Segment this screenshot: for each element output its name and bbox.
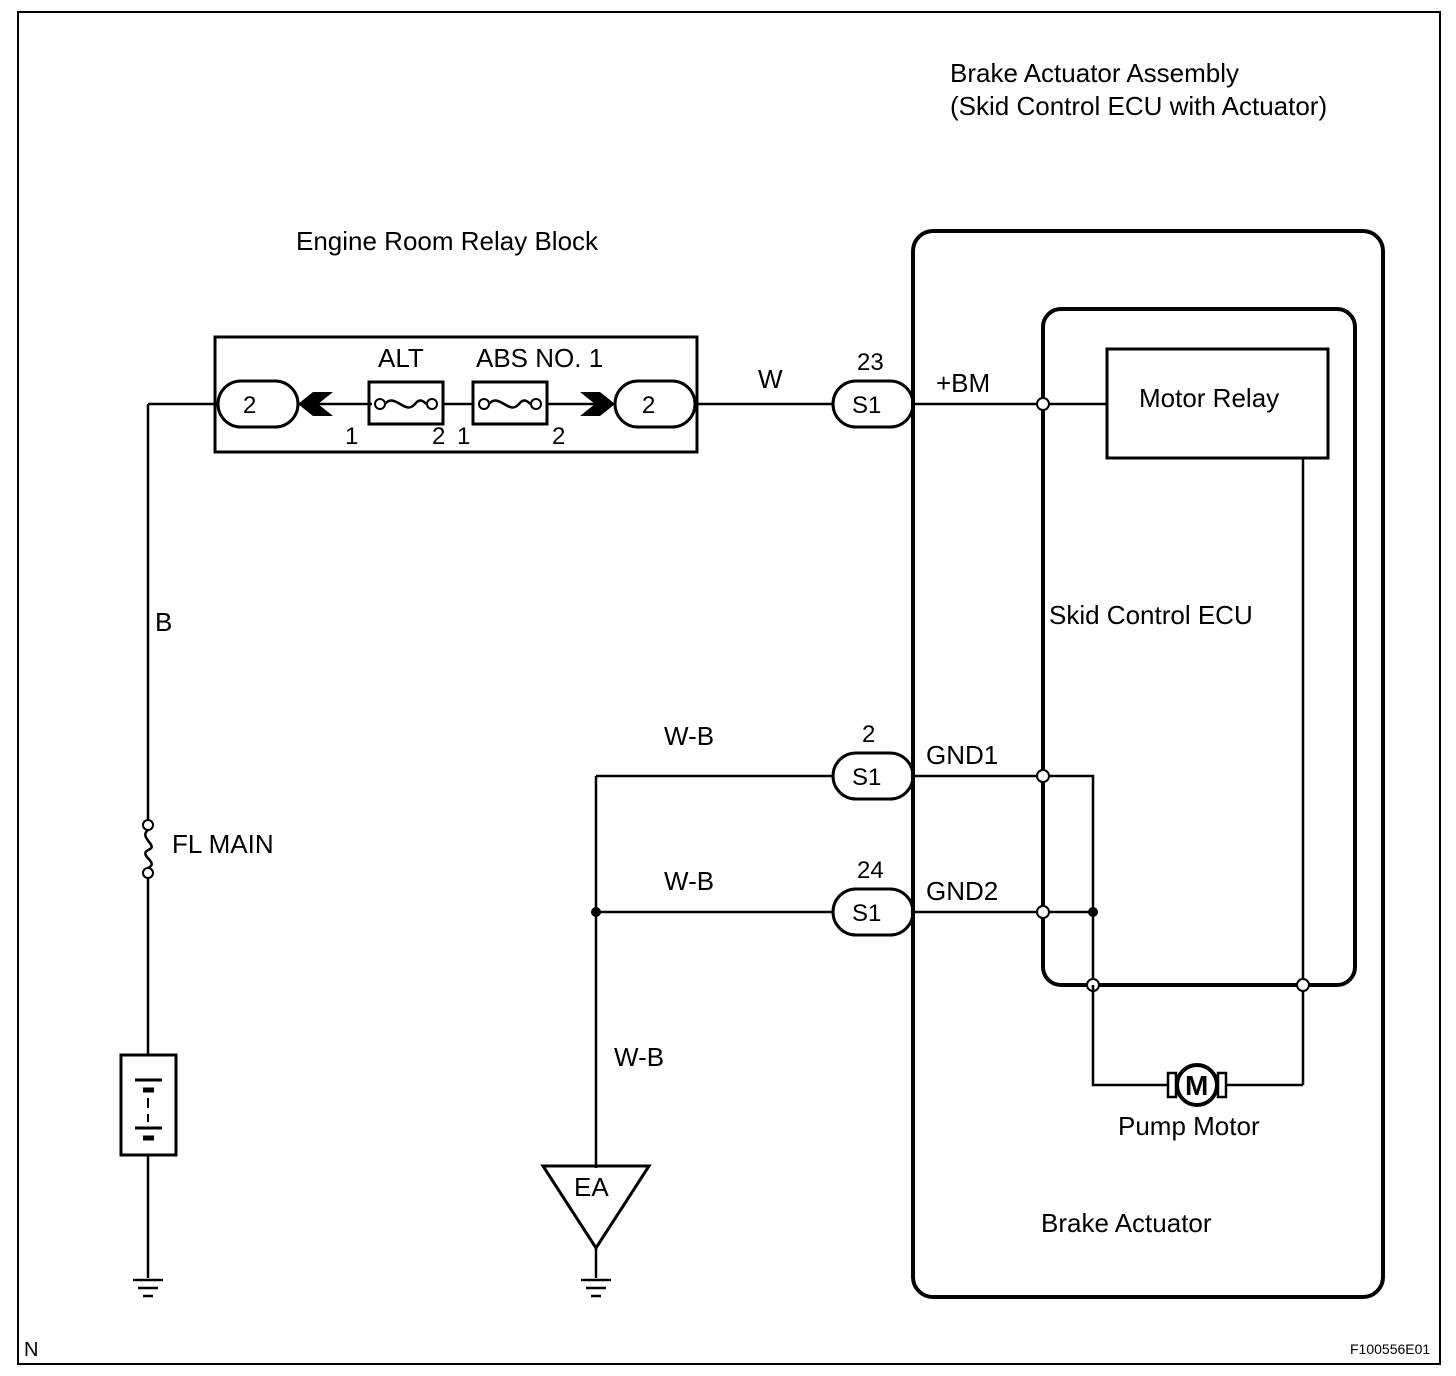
connector-pin: 23 xyxy=(857,349,884,376)
fuse-alt-label: ALT xyxy=(378,343,424,373)
ground-icon-ea xyxy=(581,1278,611,1298)
diagram-frame xyxy=(17,11,1441,1365)
pump-motor-icon: M xyxy=(1166,1063,1228,1107)
ground-point-ea-icon xyxy=(540,1164,652,1251)
relay-left-connector xyxy=(216,379,300,429)
relay-block: 2 ALT 1 2 ABS NO. 1 1 2 2 xyxy=(213,335,699,454)
splice-point xyxy=(1088,907,1098,917)
skid-control-ecu-label: Skid Control ECU xyxy=(1049,600,1253,630)
fuse-alt-pin-in: 1 xyxy=(345,423,358,450)
fuse-abs-pin-in: 1 xyxy=(457,423,470,450)
connector-name: S1 xyxy=(852,764,881,791)
ecu-terminal-node xyxy=(1036,769,1050,783)
connector-s1-2: 2 S1 xyxy=(831,721,915,801)
footer-left-code: N xyxy=(24,1339,38,1361)
wire-motor-left xyxy=(1091,985,1170,1087)
wire-label-gnd1: W-B xyxy=(664,721,714,751)
ground-circuit: W-B W-B W-B EA xyxy=(540,721,833,1298)
relay-right-connector xyxy=(613,379,697,429)
chevron-right-icon xyxy=(580,392,615,416)
skid-control-ecu-box xyxy=(1041,307,1357,987)
fuse-abs-pin-out: 2 xyxy=(552,423,565,450)
connector-pin: 2 xyxy=(862,721,875,748)
battery-circuit: B FL MAIN xyxy=(119,402,274,1298)
motor-relay-box xyxy=(1105,347,1330,460)
ecu-terminal-node xyxy=(1036,397,1050,411)
relay-block-frame xyxy=(213,335,699,454)
figure-id: F100556E01 xyxy=(1350,1341,1430,1357)
pump-motor-label: Pump Motor xyxy=(1118,1111,1260,1141)
motor-symbol: M xyxy=(1185,1070,1208,1101)
assembly-title-line2: (Skid Control ECU with Actuator) xyxy=(950,91,1327,121)
fuse-abs-icon xyxy=(471,380,549,426)
ground-icon-battery xyxy=(133,1278,163,1298)
brake-actuator-label: Brake Actuator xyxy=(1041,1208,1212,1238)
fusible-link-icon xyxy=(142,819,154,879)
wire-label-b: B xyxy=(155,607,172,637)
brake-actuator-box xyxy=(911,229,1385,1299)
connector-name: S1 xyxy=(852,392,881,419)
ground-point-label: EA xyxy=(574,1172,609,1202)
wire-label-ground: W-B xyxy=(614,1042,664,1072)
fuse-alt-icon xyxy=(367,380,445,426)
connector-s1-23: 23 S1 xyxy=(831,349,915,429)
relay-right-connector-pin: 2 xyxy=(642,392,655,419)
fuse-abs-label: ABS NO. 1 xyxy=(476,343,603,373)
connector-name: S1 xyxy=(852,900,881,927)
ecu-terminal-node xyxy=(1036,905,1050,919)
relay-block-title: Engine Room Relay Block xyxy=(296,226,599,256)
splice-point xyxy=(591,907,601,917)
terminal-gnd1-label: GND1 xyxy=(926,740,998,770)
terminal-bm-label: +BM xyxy=(936,368,990,398)
chevron-left-icon xyxy=(298,392,333,416)
ecu-terminal-node xyxy=(1296,978,1310,992)
battery-icon xyxy=(119,1053,178,1157)
wire-label-w: W xyxy=(758,364,783,394)
connector-pin: 24 xyxy=(857,857,884,884)
relay-left-connector-pin: 2 xyxy=(243,392,256,419)
terminal-gnd2-label: GND2 xyxy=(926,876,998,906)
fl-main-label: FL MAIN xyxy=(172,829,274,859)
wire-label-gnd2: W-B xyxy=(664,866,714,896)
assembly-title-line1: Brake Actuator Assembly xyxy=(950,58,1239,88)
fuse-alt-pin-out: 2 xyxy=(432,423,445,450)
connector-s1-24: 24 S1 xyxy=(831,857,915,937)
motor-relay-label: Motor Relay xyxy=(1139,383,1279,413)
